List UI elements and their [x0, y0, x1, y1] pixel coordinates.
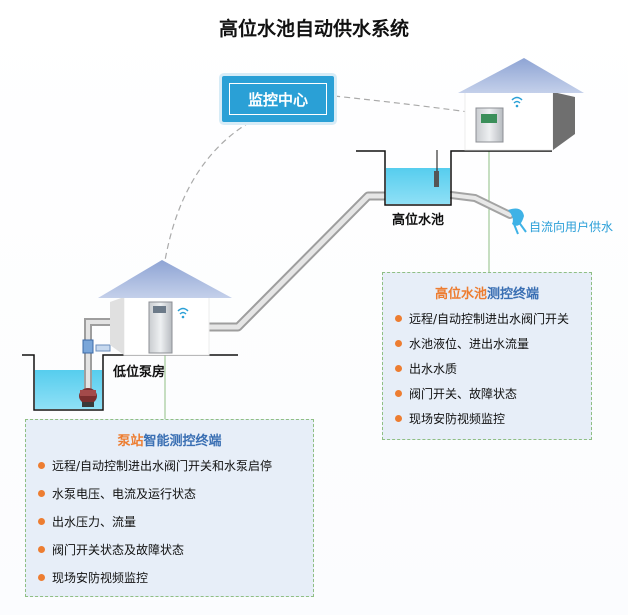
high-house-cabinet [475, 107, 504, 143]
panel-title-highlight: 高位水池 [434, 287, 487, 302]
list-item: 阀门开关、故障状态 [395, 385, 591, 410]
high-tank-ground [356, 150, 552, 206]
pump-house-side [110, 297, 124, 355]
pump-station-terminal-panel: 泵站智能测控终端 远程/自动控制进出水阀门开关和水泵启停 水泵电压、电流及运行状… [25, 419, 314, 597]
pump-house-label: 低位泵房 [113, 365, 166, 380]
list-item: 水泵电压、电流及运行状态 [38, 485, 313, 513]
feature-list: 远程/自动控制进出水阀门开关和水泵启停 水泵电压、电流及运行状态 出水压力、流量… [38, 457, 313, 597]
panel-title-rest: 测控终端 [487, 287, 540, 302]
high-tank-water [386, 168, 450, 204]
pump-icon [79, 388, 97, 407]
outflow-label: 自流向用户供水 [529, 220, 614, 234]
feature-list: 远程/自动控制进出水阀门开关 水池液位、进出水流量 出水水质 阀门开关、故障状态… [395, 310, 591, 435]
list-item: 出水压力、流量 [38, 513, 313, 541]
page-title: 高位水池自动供水系统 [218, 18, 409, 40]
wifi-icon [177, 307, 189, 315]
link-center-to-pump-house [159, 121, 251, 301]
high-tank-label: 高位水池 [392, 213, 445, 228]
list-item: 出水水质 [395, 360, 591, 385]
panel-title-rest: 智能测控终端 [143, 434, 222, 449]
high-tank-terminal-panel: 高位水池测控终端 远程/自动控制进出水阀门开关 水池液位、进出水流量 出水水质 … [382, 272, 592, 440]
list-item: 现场安防视频监控 [38, 569, 313, 597]
list-item: 远程/自动控制进出水阀门开关 [395, 310, 591, 335]
wifi-icon [511, 96, 523, 104]
panel-title: 泵站智能测控终端 [26, 430, 313, 449]
panel-title-highlight: 泵站 [117, 434, 144, 449]
list-item: 水池液位、进出水流量 [395, 335, 591, 360]
monitor-center-box: 监控中心 [222, 76, 334, 122]
high-house-side [553, 92, 575, 150]
pump-house-roof [98, 260, 232, 298]
pump-house-cabinet [148, 301, 173, 354]
water-spray-icon [508, 208, 524, 226]
high-house-roof [458, 58, 584, 93]
list-item: 现场安防视频监控 [395, 410, 591, 435]
main-pipe [209, 191, 385, 332]
panel-title: 高位水池测控终端 [383, 283, 591, 302]
list-item: 远程/自动控制进出水阀门开关和水泵启停 [38, 457, 313, 485]
monitor-center-label: 监控中心 [229, 83, 327, 115]
list-item: 阀门开关状态及故障状态 [38, 541, 313, 569]
